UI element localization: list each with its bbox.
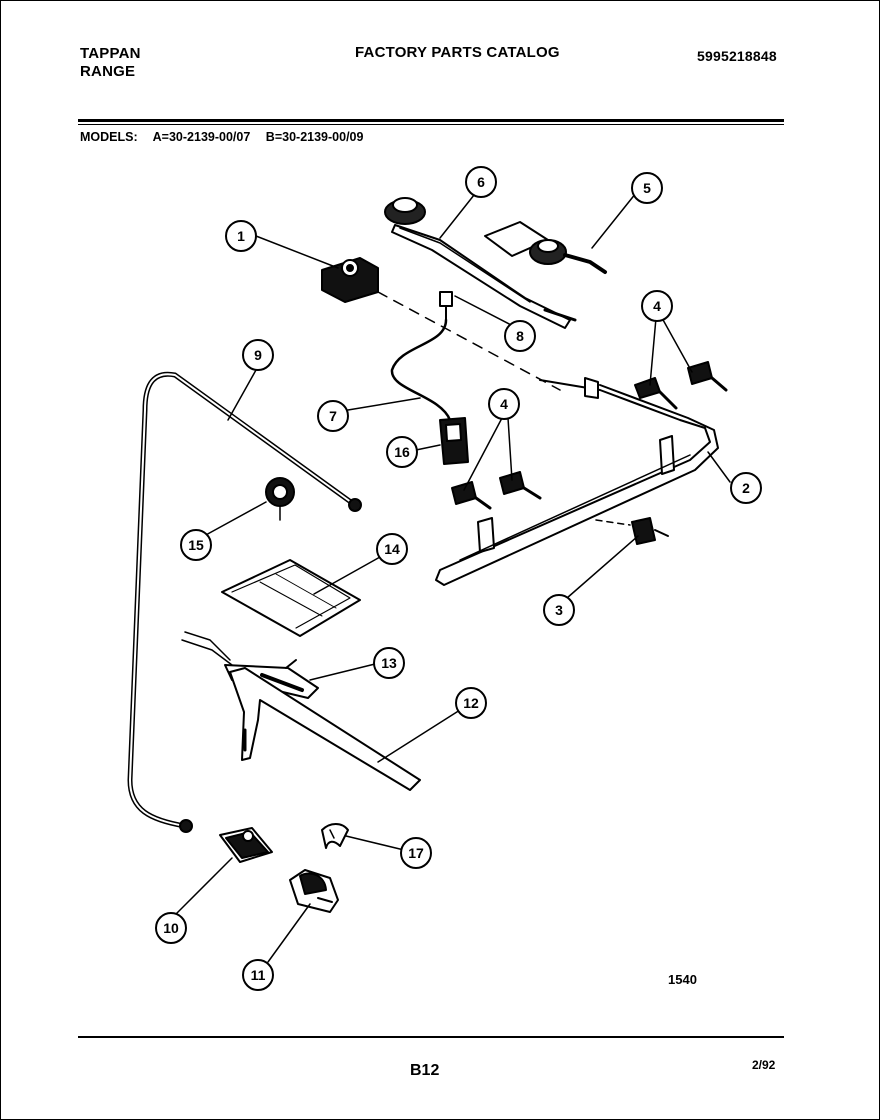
part-clip (439, 291, 453, 321)
part-heat-shield (221, 559, 361, 637)
part-shutoff-valve (219, 827, 273, 863)
callout-16: 16 (394, 444, 410, 460)
part-orifice (265, 477, 295, 521)
brand-label: TAPPAN RANGE (80, 45, 141, 81)
callout-1: 1 (237, 228, 245, 244)
callout-2: 2 (742, 480, 750, 496)
callout-5: 5 (643, 180, 651, 196)
revision-date: 2/92 (752, 1058, 776, 1072)
callout-6: 6 (477, 174, 485, 190)
footer-rule (78, 1036, 784, 1038)
header-rule-thick (78, 119, 784, 122)
callout-9: 9 (254, 347, 262, 363)
callout-8: 8 (516, 328, 524, 344)
part-gas-valve (321, 257, 379, 303)
models-line: MODELS: A=30-2139-00/07 B=30-2139-00/09 (80, 130, 375, 144)
callout-4-top: 4 (653, 298, 661, 314)
catalog-number: 5995218848 (697, 48, 777, 64)
model-a: A=30-2139-00/07 (152, 130, 251, 144)
callout-11: 11 (251, 967, 266, 983)
part-valve-mid (451, 471, 542, 510)
part-regulator (595, 517, 669, 545)
part-bracket (321, 823, 349, 849)
models-label: MODELS: (80, 130, 138, 144)
page-number: B12 (410, 1062, 440, 1079)
part-clamp (289, 869, 339, 913)
part-bake-burner (229, 667, 421, 791)
part-ignition-switch (439, 417, 469, 465)
model-b: B=30-2139-00/09 (265, 130, 364, 144)
part-burner-right (484, 221, 607, 274)
callout-3: 3 (555, 602, 563, 618)
callout-10: 10 (163, 920, 179, 936)
figure-number: 1540 (668, 972, 697, 987)
brand-line2: RANGE (80, 63, 136, 80)
part-tube (127, 371, 362, 833)
part-burner-left (384, 197, 577, 329)
callout-13: 13 (381, 655, 397, 671)
callout-12: 12 (463, 695, 479, 711)
callout-7: 7 (329, 408, 337, 424)
callout-14: 14 (384, 541, 400, 557)
catalog-title: FACTORY PARTS CATALOG (355, 44, 560, 61)
header-rule-thin (78, 124, 784, 125)
part-valve-top (634, 361, 728, 410)
callout-15: 15 (188, 537, 204, 553)
brand-line1: TAPPAN (80, 45, 141, 62)
callout-4-mid: 4 (500, 396, 508, 412)
part-manifold (435, 377, 719, 586)
callout-17: 17 (408, 845, 424, 861)
